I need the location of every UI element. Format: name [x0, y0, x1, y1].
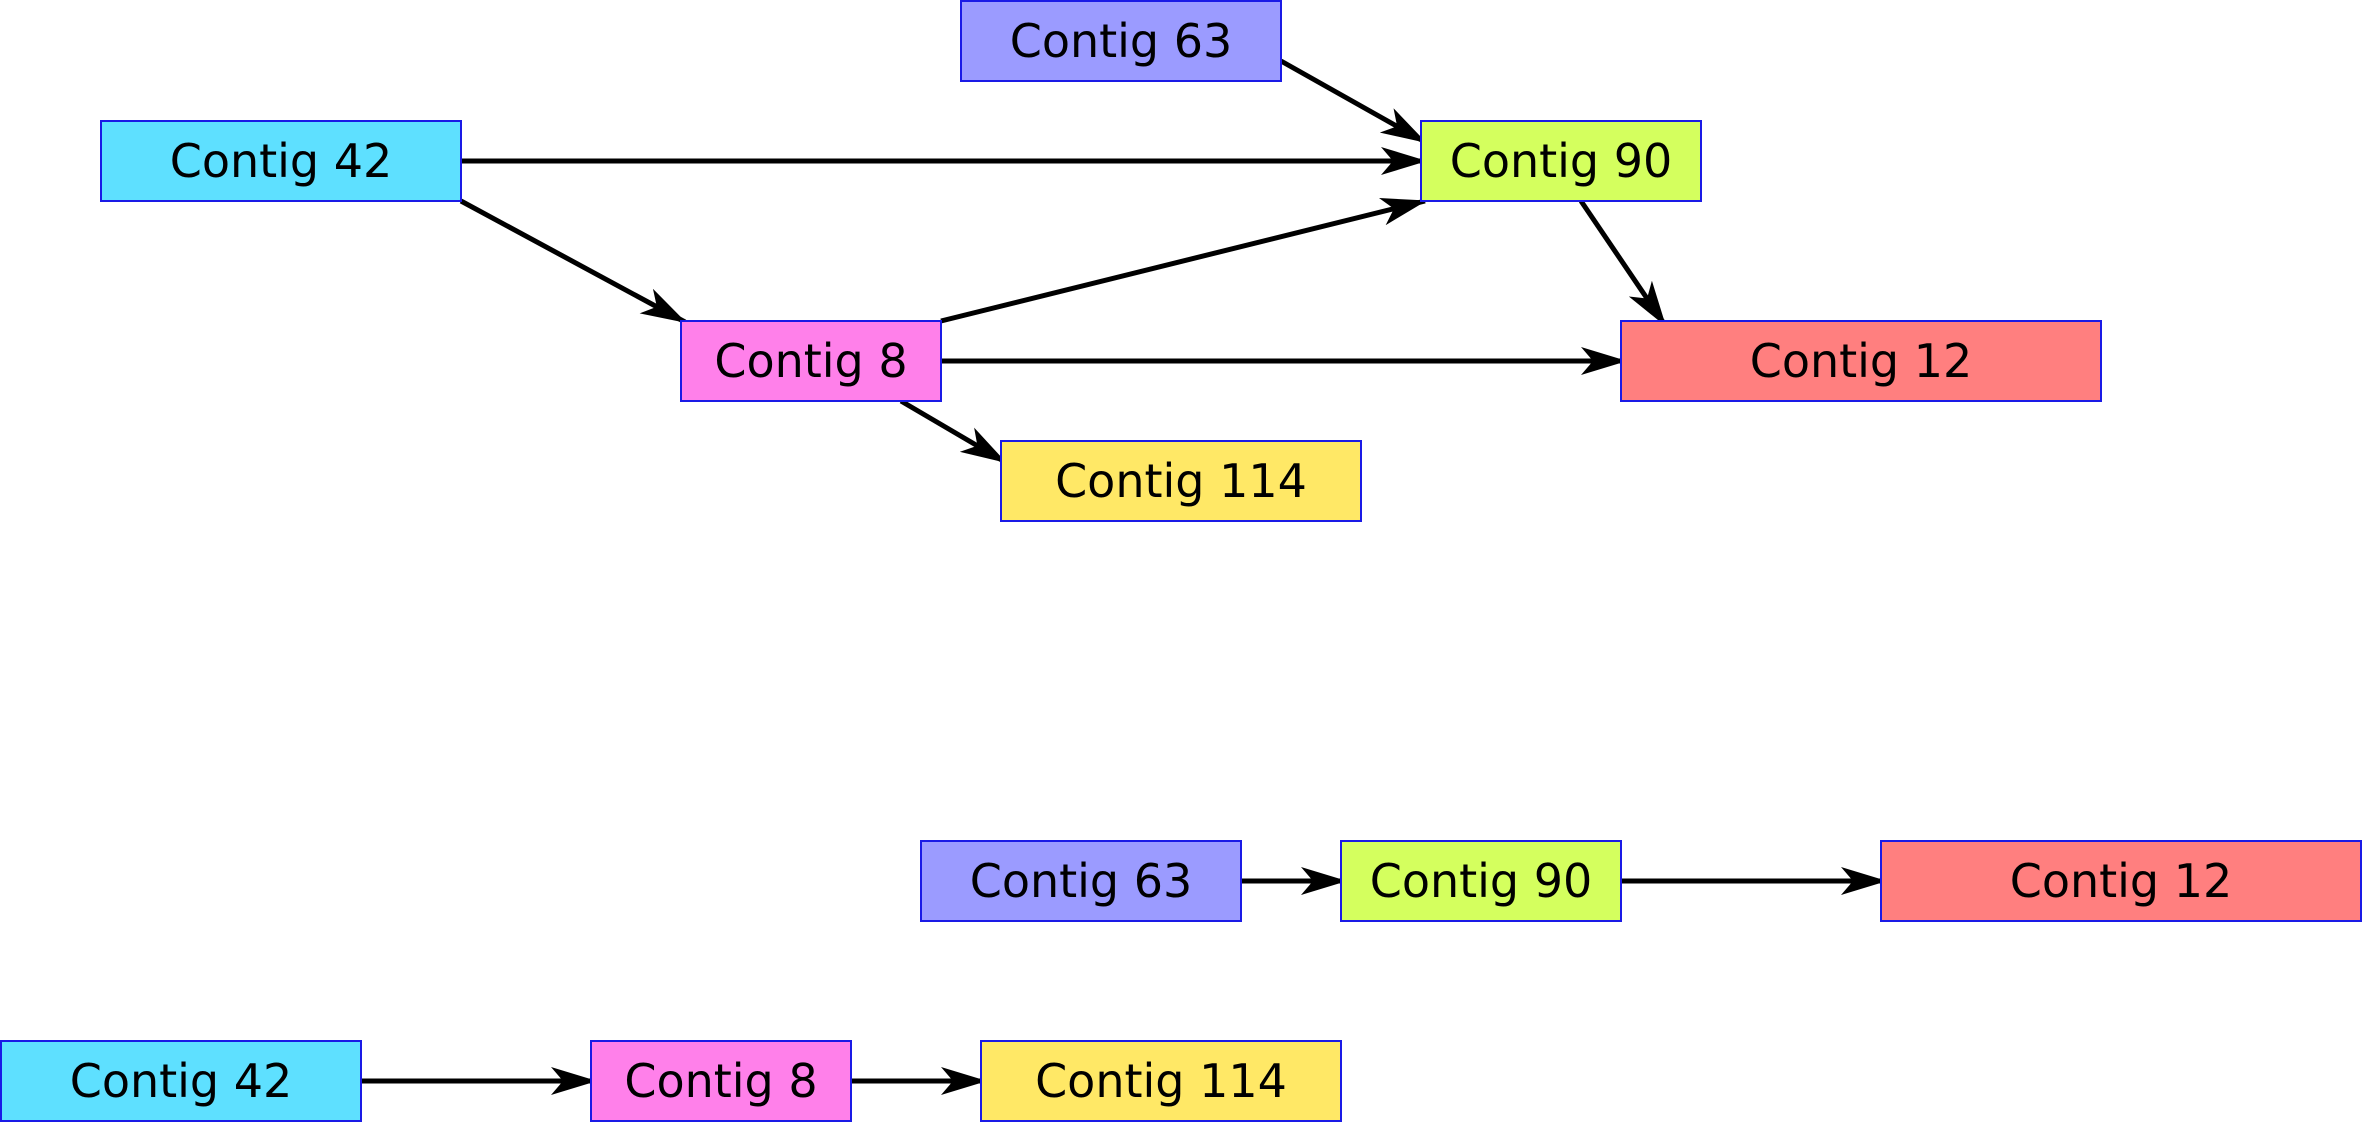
- bottom-node-b63: Contig 63: [920, 840, 1242, 922]
- bottom-node-b114: Contig 114: [980, 1040, 1342, 1122]
- top-edge-c63-to-c90: [1279, 58, 1427, 145]
- top-node-c114: Contig 114: [1000, 440, 1362, 522]
- top-edge-c8-to-c114: [899, 398, 1007, 465]
- bottom-node-label-b114: Contig 114: [1035, 1054, 1287, 1108]
- top-node-c63: Contig 63: [960, 0, 1282, 82]
- top-node-label-c12: Contig 12: [1750, 334, 1973, 388]
- top-edge-c42-to-c8: [459, 198, 687, 325]
- bottom-node-box-b42: [0, 1040, 362, 1122]
- bottom-graph-edges: [361, 867, 1887, 1095]
- top-node-label-c42: Contig 42: [170, 134, 393, 188]
- bottom-node-box-b114: [980, 1040, 1342, 1122]
- top-node-label-c8: Contig 8: [714, 334, 907, 388]
- bottom-node-label-b90: Contig 90: [1370, 854, 1593, 908]
- bottom-graph-nodes: Contig 63 Contig 90 Contig 12 Contig 42 Cont…: [0, 840, 2362, 1122]
- bottom-node-box-b90: [1340, 840, 1622, 922]
- top-node-label-c63: Contig 63: [1010, 14, 1233, 68]
- bottom-node-label-b42: Contig 42: [70, 1054, 293, 1108]
- top-node-c8: Contig 8: [680, 320, 942, 402]
- top-node-box-c12: [1620, 320, 2102, 402]
- bottom-node-label-b8: Contig 8: [624, 1054, 817, 1108]
- top-node-c12: Contig 12: [1620, 320, 2102, 402]
- top-edge-c8-to-c90: [940, 197, 1427, 324]
- bottom-node-b8: Contig 8: [590, 1040, 852, 1122]
- top-node-label-c114: Contig 114: [1055, 454, 1307, 508]
- top-node-box-c63: [960, 0, 1282, 82]
- top-node-box-c8: [680, 320, 942, 402]
- top-graph-edges: [459, 58, 1668, 465]
- bottom-node-box-b8: [590, 1040, 852, 1122]
- bottom-node-b42: Contig 42: [0, 1040, 362, 1122]
- bottom-node-box-b63: [920, 840, 1242, 922]
- top-graph-nodes: Contig 63 Contig 42 Contig 90 Contig 8 Conti…: [100, 0, 2102, 522]
- top-node-box-c114: [1000, 440, 1362, 522]
- top-node-box-c42: [100, 120, 462, 202]
- bottom-node-b90: Contig 90: [1340, 840, 1622, 922]
- top-edge-c90-to-c12: [1578, 199, 1668, 327]
- bottom-node-b12: Contig 12: [1880, 840, 2362, 922]
- top-node-box-c90: [1420, 120, 1702, 202]
- top-node-label-c90: Contig 90: [1450, 134, 1673, 188]
- bottom-node-label-b12: Contig 12: [2010, 854, 2233, 908]
- top-node-c42: Contig 42: [100, 120, 462, 202]
- bottom-node-label-b63: Contig 63: [970, 854, 1193, 908]
- top-node-c90: Contig 90: [1420, 120, 1702, 202]
- bottom-node-box-b12: [1880, 840, 2362, 922]
